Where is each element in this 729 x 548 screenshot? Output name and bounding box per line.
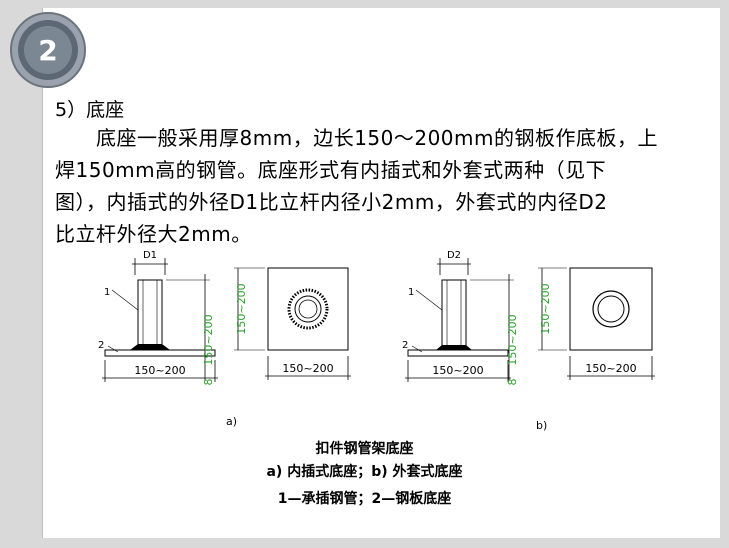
figure-b-diameter-label: D2 — [447, 250, 461, 261]
caption-line-2: a) 内插式底座；b) 外套式底座 — [266, 464, 463, 480]
slide-logo-icon: 2 — [10, 12, 86, 88]
body-paragraph: 底座一般采用厚8mm，边长150～200mm的钢板作底板，上 焊150mm高的钢… — [55, 122, 707, 250]
figure-a-height-dim: 150~200 — [202, 314, 215, 365]
figure-a-diameter-label: D1 — [143, 250, 157, 261]
figure-b-plan-dim: 150~200 — [585, 362, 636, 375]
figure-b-elevation: D2 1 2 150~200 150~200 8 — [402, 250, 519, 386]
frame-left-band — [0, 0, 42, 548]
caption-title: 扣件钢管架底座 — [315, 441, 414, 457]
figure-b-plan-side-dim: 150~200 — [539, 283, 552, 334]
figure-a-callout-2: 2 — [98, 340, 104, 351]
figure-a-plan-side-dim: 150~200 — [235, 283, 248, 334]
caption-line-3: 1—承插钢管；2—钢板底座 — [277, 491, 452, 507]
paragraph-line-1: 底座一般采用厚8mm，边长150～200mm的钢板作底板，上 — [55, 126, 659, 150]
section-heading: 5）底座 — [55, 99, 125, 121]
figure-a-elevation: D1 1 2 150~200 150~200 8 — [98, 250, 218, 386]
figure-a-thickness-dim: 8 — [202, 379, 215, 386]
figure-b-height-dim: 150~200 — [506, 314, 519, 365]
paragraph-line-2: 焊150mm高的钢管。底座形式有内插式和外套式两种（见下 — [55, 158, 607, 182]
frame-bottom-band — [0, 538, 729, 548]
figure-b-base-dim: 150~200 — [432, 364, 483, 377]
figure-b-plan: 150~200 150~200 — [538, 267, 655, 380]
base-diagram: D1 1 2 150~200 150~200 8 150~200 — [98, 250, 655, 432]
figure-a-plan-dim: 150~200 — [282, 362, 333, 375]
figure-a-sublabel: a) — [226, 415, 237, 428]
figure-b-callout-1: 1 — [408, 287, 414, 298]
figure-a-callout-1: 1 — [104, 287, 110, 298]
paragraph-line-3: 图），内插式的外径D1比立杆内径小2mm，外套式的内径D2 — [55, 190, 608, 214]
logo-digit: 2 — [38, 34, 57, 67]
figure-a-base-dim: 150~200 — [134, 364, 185, 377]
frame-top-band — [0, 0, 729, 8]
figure-b-sublabel: b) — [536, 419, 547, 432]
figure-a-plan: 150~200 150~200 — [234, 267, 351, 380]
frame-right-band — [719, 0, 729, 548]
figure-b-thickness-dim: 8 — [506, 379, 519, 386]
paragraph-line-4: 比立杆外径大2mm。 — [55, 222, 252, 246]
figure-b-callout-2: 2 — [402, 340, 408, 351]
